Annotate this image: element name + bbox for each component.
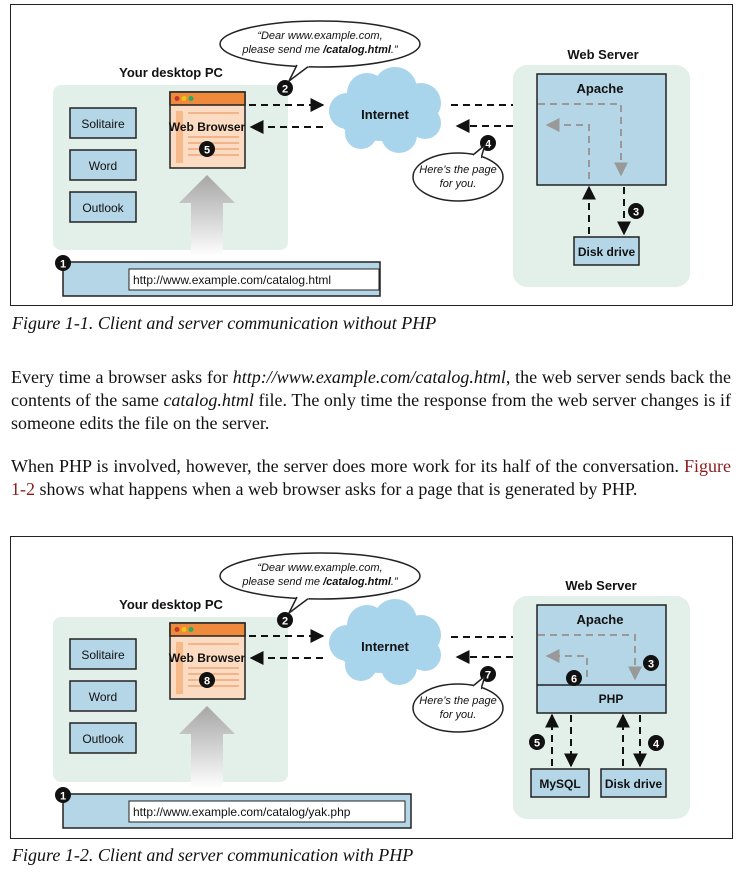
server-label: Web Server [565,578,636,593]
step-2-label: 2 [282,84,288,96]
reply-bubble [412,673,504,733]
step-5-label: 5 [204,145,210,157]
figure-1: Your desktop PC Solitaire Word Outlook W… [10,4,733,306]
reply-bubble [412,142,504,202]
step-4-label: 4 [485,139,492,151]
desktop-label: Your desktop PC [119,597,223,612]
step-4-label: 4 [653,739,660,751]
reply-line-2: for you. [440,709,477,721]
browser-label: Web Browser [169,651,246,665]
bubble-line-1: “Dear www.example.com, [257,562,382,574]
disk-drive-label: Disk drive [578,245,636,259]
step-2-marker [277,80,293,96]
bubble-line-2: please send me /catalog.html.” [241,44,399,56]
server-label: Web Server [567,47,638,62]
internet-cloud [329,67,441,153]
apache-label: Apache [577,612,624,627]
inline-filename: catalog.html [163,390,254,410]
step-1-marker [55,787,71,803]
upload-arrow [179,706,235,789]
step-6-label: 6 [571,674,577,686]
step-6-marker [566,670,582,686]
request-bubble [219,552,421,614]
step-2-marker [277,612,293,628]
step-7-label: 7 [485,670,491,682]
step-3-label: 3 [648,659,654,671]
app-outlook: Outlook [82,732,124,746]
url-text: http://www.example.com/catalog/yak.php [133,805,351,819]
internet-label: Internet [361,107,409,122]
step-8-marker [199,672,215,688]
step-3-label: 3 [633,207,639,219]
mysql-box [530,768,590,798]
step-1-label: 1 [60,791,66,803]
figure-1-2-link[interactable]: Figure 1-2 [11,456,731,499]
step-3-marker [628,203,644,219]
disk-drive-label: Disk drive [605,777,663,791]
step-1-marker [55,255,71,271]
upload-arrow [179,175,235,257]
app-word: Word [89,690,117,704]
step-1-label: 1 [60,259,66,271]
internet-label: Internet [361,639,409,654]
paragraph-2: When PHP is involved, however, the serve… [11,456,731,499]
inline-url: http://www.example.com/catalog.html [232,367,506,387]
browser-label: Web Browser [169,120,246,134]
php-label: PHP [599,692,624,706]
figure-1-caption: Figure 1-1. Client and server communicat… [12,313,437,333]
disk-drive-box [573,236,640,266]
mysql-label: MySQL [539,777,580,791]
reply-line-1: Here’s the page [419,695,496,707]
reply-line-1: Here’s the page [419,164,496,176]
apache-label: Apache [577,81,624,96]
bubble-line-2: please send me /catalog.html.” [241,576,399,588]
bubble-line-1: “Dear www.example.com, [257,30,382,42]
step-5-label: 5 [534,738,540,750]
app-solitaire: Solitaire [81,648,125,662]
step-2-label: 2 [282,616,288,628]
figure-2-caption: Figure 1-2. Client and server communicat… [12,845,414,865]
step-5-marker [529,734,545,750]
internet-cloud [329,599,441,685]
figure-2: Your desktop PC Solitaire Word Outlook W… [10,536,733,839]
step-5-marker [199,141,215,157]
step-8-label: 8 [204,676,210,688]
step-3-marker [643,655,659,671]
reply-line-2: for you. [440,178,477,190]
disk-drive-box [600,768,667,798]
app-word: Word [89,159,117,173]
app-solitaire: Solitaire [81,117,125,131]
paragraph-1: Every time a browser asks for http://www… [11,367,731,433]
desktop-label: Your desktop PC [119,65,223,80]
app-outlook: Outlook [82,201,124,215]
url-text: http://www.example.com/catalog.html [133,273,331,287]
browser-window [169,622,246,700]
request-bubble [219,20,421,82]
step-4-marker [648,735,664,751]
